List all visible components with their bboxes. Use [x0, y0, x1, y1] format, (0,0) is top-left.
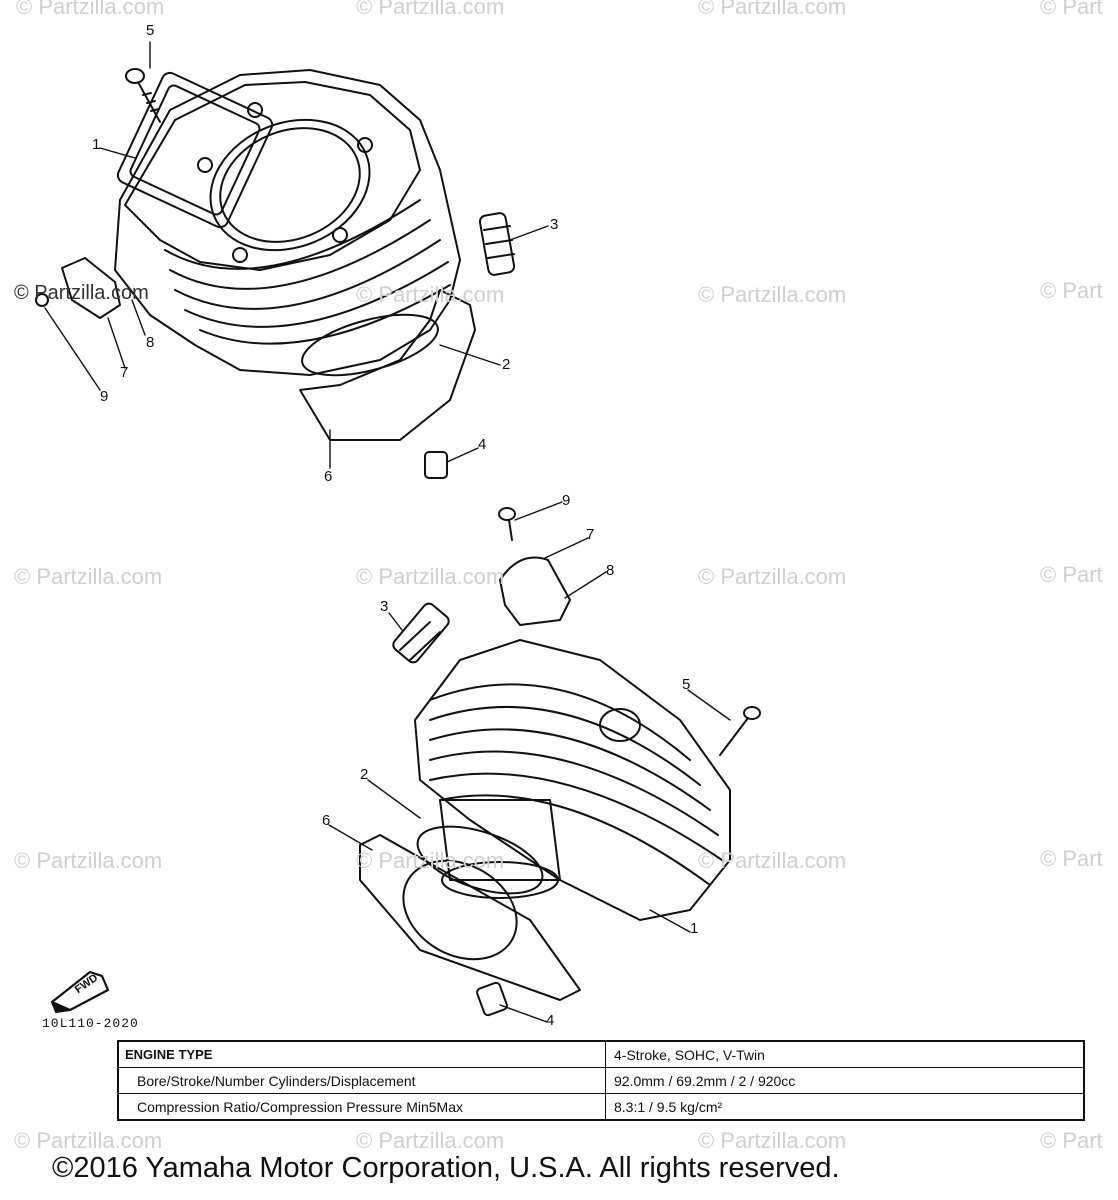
callout-number: 6: [322, 812, 331, 829]
watermark: © Partzilla.com: [356, 282, 505, 307]
table-row: Compression Ratio/Compression Pressure M…: [117, 1093, 1085, 1121]
spec-header-value: 4-Stroke, SOHC, V-Twin: [605, 1040, 1085, 1068]
callout-number: 2: [502, 356, 511, 373]
watermark: © Partzilla.com: [356, 564, 505, 589]
callout-number: 7: [120, 364, 129, 381]
callout-number: 8: [146, 334, 155, 351]
bottom-base-gasket: [359, 834, 581, 1001]
watermark: © Partzilla.com: [698, 848, 847, 873]
callout-number: 7: [586, 526, 595, 543]
bottom-dowel: [476, 981, 508, 1017]
spec-value: 92.0mm / 69.2mm / 2 / 920cc: [605, 1067, 1085, 1094]
copyright-notice: ©2016 Yamaha Motor Corporation, U.S.A. A…: [52, 1152, 840, 1184]
callout-number: 9: [562, 492, 571, 509]
callout-number: 1: [92, 136, 101, 153]
callout-number: 1: [690, 920, 699, 937]
bottom-side-cover: [499, 556, 571, 626]
watermark: © Part: [1040, 562, 1103, 587]
top-o-ring: [301, 313, 439, 377]
top-side-cover: [61, 257, 121, 319]
top-cover-bolt: [35, 293, 49, 307]
engine-spec-table: ENGINE TYPE 4-Stroke, SOHC, V-Twin Bore/…: [117, 1040, 1085, 1121]
watermark: © Partzilla.com: [356, 1128, 505, 1153]
callout-number: 5: [146, 22, 155, 39]
top-cylinder: [114, 69, 461, 376]
top-leader-lines: [44, 41, 549, 469]
bottom-gasket-bore: [402, 859, 518, 961]
callout-number: 9: [100, 388, 109, 405]
callout-number: 5: [682, 676, 691, 693]
watermark: © Partzilla.com: [16, 0, 165, 19]
bottom-dowel-3: [392, 602, 450, 664]
watermark: © Partzilla.com: [356, 0, 505, 19]
watermark: © Part: [1040, 278, 1103, 303]
watermark: © Partzilla.com: [14, 1128, 163, 1153]
bottom-cover-bolt: [498, 507, 516, 541]
top-dowel: [424, 451, 448, 479]
watermark: © Partzilla.com: [14, 282, 149, 304]
bottom-bolt: [719, 706, 761, 756]
table-row: ENGINE TYPE 4-Stroke, SOHC, V-Twin: [117, 1040, 1085, 1068]
spec-header-label: ENGINE TYPE: [117, 1040, 606, 1068]
callout-number: 6: [324, 468, 333, 485]
drawing-code: 10L110-2020: [42, 1016, 139, 1031]
callout-number: 4: [478, 436, 487, 453]
fwd-arrow-icon: [50, 970, 110, 1013]
callout-number: 2: [360, 766, 369, 783]
watermark: © Partzilla.com: [356, 848, 505, 873]
spec-value: 8.3:1 / 9.5 kg/cm²: [605, 1093, 1085, 1121]
bottom-leader-lines: [328, 501, 731, 1023]
watermark: © Partzilla.com: [698, 282, 847, 307]
spec-label: Compression Ratio/Compression Pressure M…: [117, 1093, 606, 1121]
watermark: © Part: [1040, 846, 1103, 871]
top-bolt: [125, 68, 161, 123]
callout-number: 4: [546, 1012, 555, 1029]
table-row: Bore/Stroke/Number Cylinders/Displacemen…: [117, 1067, 1085, 1094]
callout-number: 3: [550, 216, 559, 233]
watermark: © Partzilla.com: [698, 0, 847, 19]
spec-label: Bore/Stroke/Number Cylinders/Displacemen…: [117, 1067, 606, 1094]
watermark: © Partzilla.com: [14, 564, 163, 589]
top-dowel-3: [478, 212, 516, 276]
watermark: © Partzilla.com: [14, 848, 163, 873]
callout-number: 3: [380, 598, 389, 615]
callout-number: 8: [606, 562, 615, 579]
watermark: © Part: [1040, 1128, 1103, 1153]
watermark: © Partzilla.com: [698, 1128, 847, 1153]
bottom-cylinder: [414, 639, 731, 921]
watermark: © Part: [1040, 0, 1103, 19]
watermark: © Partzilla.com: [698, 564, 847, 589]
